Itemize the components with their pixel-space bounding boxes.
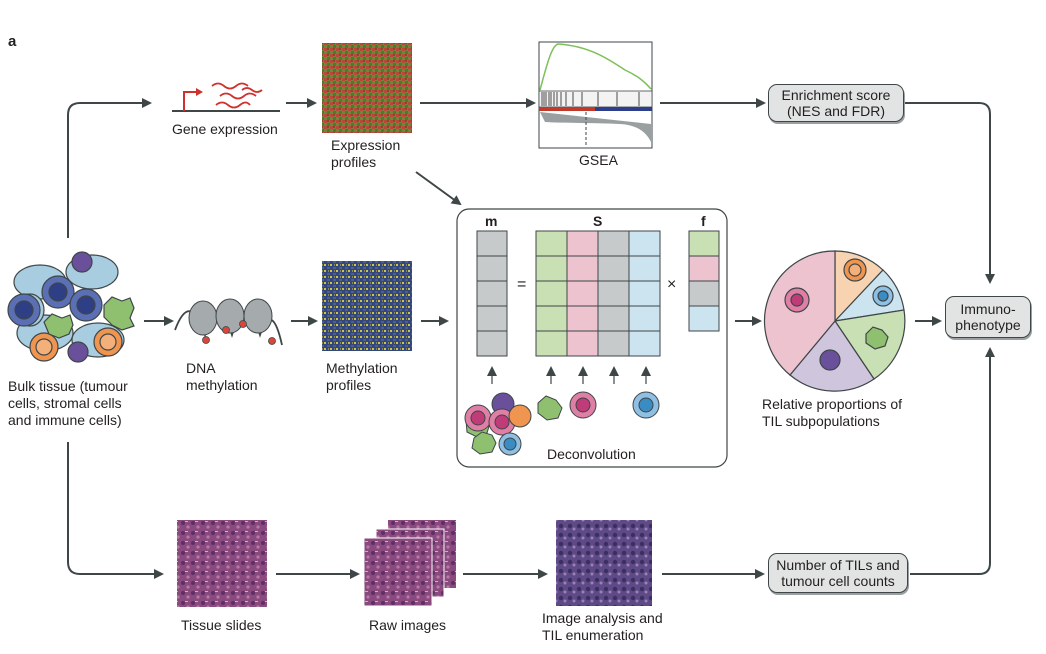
matrix-m-label: m [485,213,498,229]
gsea-plot [538,41,653,149]
raw-images-stack [363,520,456,607]
deconvolution-label: Deconvolution [547,446,636,462]
matrix-m [476,230,508,357]
dna-methylation-label: DNA methylation [186,360,258,393]
relative-proportions-label: Relative proportions of TIL subpopulatio… [762,396,903,429]
immunophenotype-box: Immuno- phenotype [945,296,1031,338]
connector-lines [67,98,995,579]
image-analysis-image [556,520,652,606]
til-proportions-pie [763,250,906,392]
tissue-slide-image [177,520,267,607]
matrix-s [535,230,661,357]
til-counts-box: Number of TILs and tumour cell counts [768,553,908,593]
gene-expression-icon [172,82,280,112]
bulk-tissue-label: Bulk tissue (tumour cells, stromal cells… [8,378,128,428]
enrichment-score-box: Enrichment score (NES and FDR) [768,84,904,122]
matrix-s-label: S [593,213,603,229]
gsea-label: GSEA [579,152,618,168]
matrix-arrows [487,366,651,384]
multiply-sign: × [667,276,677,293]
expression-profiles-label: Expression profiles [331,137,401,170]
bulk-tissue-illustration [7,251,135,363]
methylation-profiles-label: Methylation profiles [326,360,398,393]
tissue-slides-label: Tissue slides [181,617,262,633]
expression-heatmap [322,43,412,133]
panel-letter: a [8,33,17,50]
matrix-f-label: f [701,213,706,229]
matrix-f [688,230,720,332]
raw-images-label: Raw images [369,617,447,633]
equals-sign: = [517,276,527,293]
methylation-heatmap [322,261,412,351]
image-analysis-label: Image analysis and TIL enumeration [542,610,663,643]
gene-expression-label: Gene expression [172,121,278,137]
dna-methylation-icon [174,298,283,346]
deconvolution-cells [464,391,660,456]
